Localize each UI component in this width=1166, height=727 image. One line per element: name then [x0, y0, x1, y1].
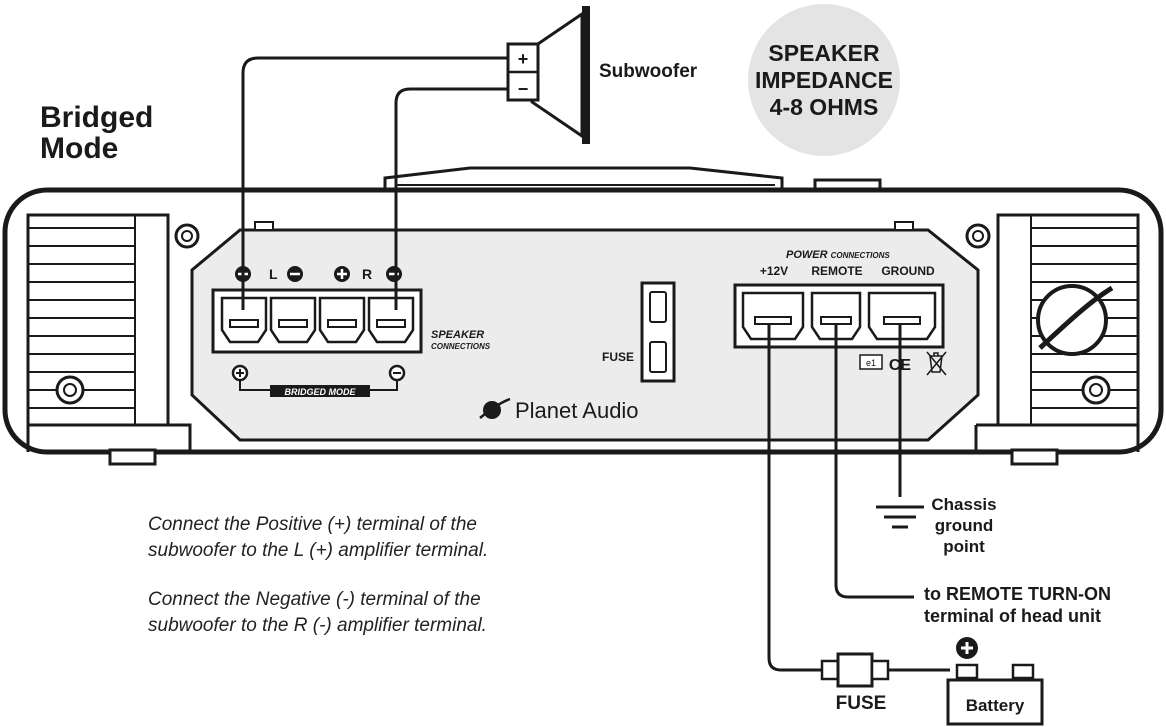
- brand-label: Planet Audio: [515, 398, 639, 423]
- title-line-2: Mode: [40, 132, 119, 165]
- chassis-ground-callout: Chassis ground point: [922, 494, 1006, 557]
- battery-icon: [946, 637, 1044, 726]
- page-title: Bridged Mode: [40, 102, 153, 164]
- speaker-connections-label: SPEAKER: [431, 329, 484, 341]
- subwoofer-icon: [506, 6, 590, 144]
- ce-mark: CE: [889, 357, 912, 374]
- inline-fuse-icon: [820, 652, 890, 688]
- subwoofer-minus-label: −: [518, 79, 529, 99]
- terminal-12v-label: +12V: [760, 264, 788, 278]
- instruction-positive: Connect the Positive (+) terminal of the…: [148, 512, 488, 564]
- planet-audio-logo-icon: [479, 397, 511, 419]
- e1-mark: e1: [866, 358, 876, 368]
- amp-fuse: [640, 281, 676, 383]
- instruction-positive-line-2: subwoofer to the L (+) amplifier termina…: [148, 540, 489, 561]
- ground-symbol-icon: [876, 505, 924, 529]
- power-header-label: POWER CONNECTIONS: [786, 249, 890, 261]
- title-line-1: Bridged: [40, 101, 154, 134]
- subwoofer-label: Subwoofer: [599, 61, 698, 82]
- speaker-wires: [241, 56, 508, 310]
- speaker-polarity-marks: [235, 266, 402, 282]
- speaker-connections-sublabel: CONNECTIONS: [431, 342, 491, 351]
- chassis-line-2: ground: [934, 516, 994, 535]
- chassis-line-1: Chassis: [931, 495, 997, 514]
- instruction-negative-line-1: Connect the Negative (-) terminal of the: [148, 589, 481, 610]
- bridged-mode-label: BRIDGED MODE: [284, 387, 356, 397]
- instruction-negative-line-2: subwoofer to the R (-) amplifier termina…: [148, 615, 487, 636]
- instruction-negative: Connect the Negative (-) terminal of the…: [148, 587, 487, 639]
- power-terminal-block: [733, 283, 945, 349]
- impedance-badge: SPEAKER IMPEDANCE 4-8 OHMS: [748, 4, 900, 156]
- badge-line-3: 4-8 OHMS: [769, 93, 879, 120]
- remote-line-1: to REMOTE TURN-ON: [924, 584, 1111, 604]
- terminal-remote-label: REMOTE: [811, 264, 862, 278]
- channel-left-label: L: [269, 266, 278, 282]
- heatsink-right: [965, 213, 1140, 452]
- remote-line-2: terminal of head unit: [924, 606, 1102, 626]
- remote-turn-on-callout: to REMOTE TURN-ON terminal of head unit: [924, 583, 1111, 627]
- bridged-bracket: [231, 364, 406, 397]
- heatsink-left: [26, 213, 200, 452]
- badge-line-2: IMPEDANCE: [754, 66, 893, 93]
- inline-fuse-label: FUSE: [836, 693, 887, 714]
- terminal-ground-label: GROUND: [881, 264, 935, 278]
- chassis-line-3: point: [943, 537, 985, 556]
- channel-right-label: R: [362, 266, 372, 282]
- subwoofer-plus-label: +: [518, 49, 529, 69]
- instruction-positive-line-1: Connect the Positive (+) terminal of the: [148, 514, 477, 535]
- front-panel: [190, 228, 980, 442]
- amp-fuse-label: FUSE: [602, 350, 634, 364]
- speaker-terminal-block: [211, 288, 423, 354]
- power-wires: [767, 324, 950, 672]
- weee-bin-icon: [926, 351, 947, 376]
- battery-label: Battery: [966, 696, 1025, 715]
- badge-line-1: SPEAKER: [768, 39, 880, 66]
